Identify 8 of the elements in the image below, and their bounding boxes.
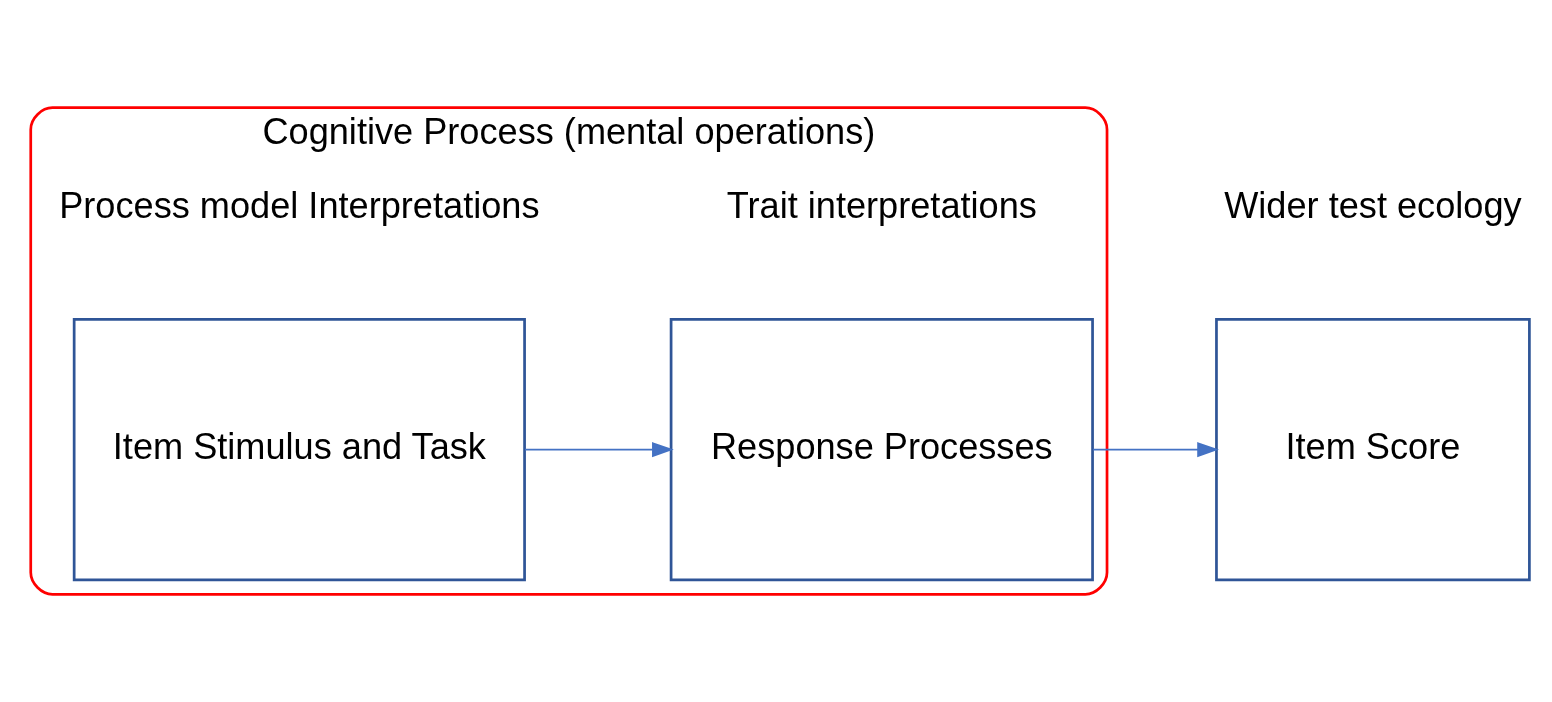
node-box: Response Processes (669, 318, 1094, 582)
label: Process model Interpretations (59, 185, 540, 227)
node-box: Item Stimulus and Task (72, 318, 526, 582)
label: Trait interpretations (726, 185, 1037, 227)
arrow (1092, 441, 1219, 458)
arrow (524, 441, 674, 458)
node-box: Item Score (1215, 318, 1531, 582)
label: Wider test ecology (1224, 185, 1522, 227)
